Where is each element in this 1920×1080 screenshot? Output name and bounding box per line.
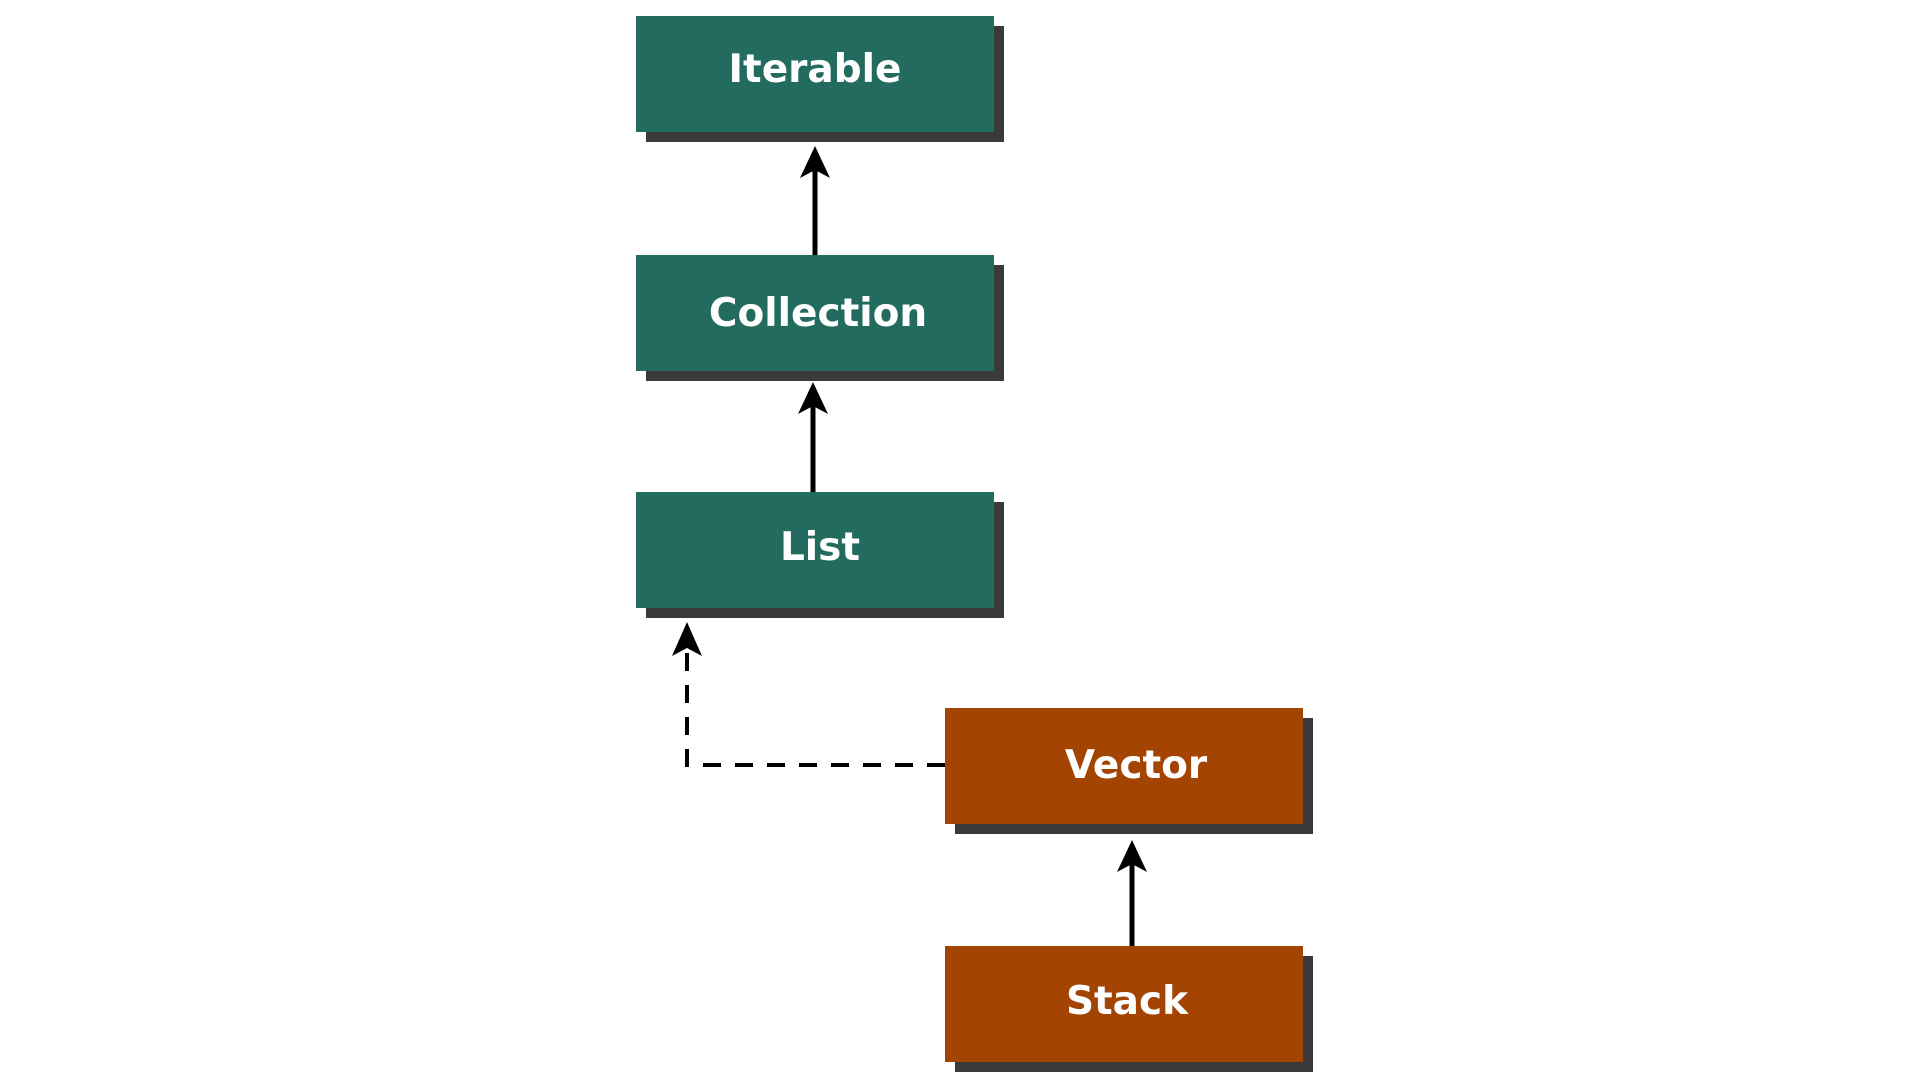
node-iterable: Iterable: [636, 16, 1004, 142]
node-label: Iterable: [729, 47, 902, 92]
node-label: Collection: [709, 291, 927, 336]
arrow-head: [798, 382, 828, 414]
edge-stack-to-vector: [1117, 840, 1147, 946]
edge-collection-to-iterable: [800, 146, 830, 255]
arrow-head: [800, 146, 830, 178]
node-stack: Stack: [945, 946, 1313, 1072]
node-label: List: [780, 525, 860, 570]
node-label: Vector: [1065, 743, 1208, 788]
edge-vector-to-list: [672, 622, 945, 767]
node-list: List: [636, 492, 1004, 618]
node-label: Stack: [1066, 979, 1189, 1024]
node-vector: Vector: [945, 708, 1313, 834]
node-collection: Collection: [636, 255, 1004, 381]
arrow-head: [672, 622, 702, 656]
edge-list-to-collection: [798, 382, 828, 492]
arrow-head: [1117, 840, 1147, 872]
